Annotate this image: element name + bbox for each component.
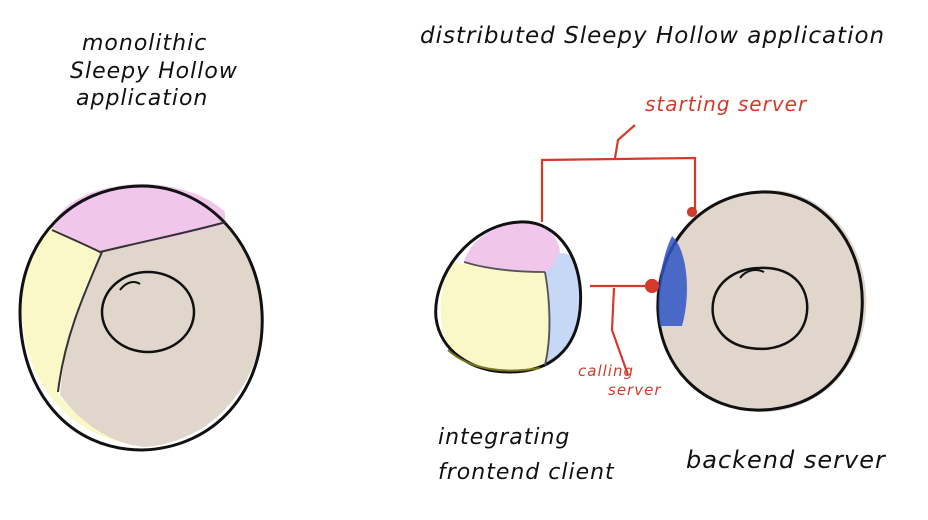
- starting-server-label: starting server: [645, 92, 808, 116]
- starting-server-bracket: [540, 156, 697, 222]
- frontend-circle: [434, 220, 583, 374]
- frontend-yellow-region: [440, 262, 561, 371]
- distributed-title: distributed Sleepy Hollow application: [420, 23, 886, 49]
- monolith-core: [100, 270, 196, 354]
- backend-circle: [655, 189, 867, 413]
- backend-blue-interface: [658, 236, 687, 326]
- backend-core: [711, 266, 809, 351]
- frontend-label-line1: integrating: [438, 425, 571, 450]
- frontend-bottom-edge: [447, 349, 541, 372]
- monolith-label-line2: Sleepy Hollow: [70, 58, 238, 84]
- backend-label: backend server: [686, 446, 886, 474]
- backend-core-hook: [739, 269, 765, 279]
- monolith-label-line1: monolithic: [82, 31, 208, 56]
- monolith-circle: [18, 183, 264, 452]
- monolith-yellow-region: [22, 228, 140, 445]
- monolith-core-hook: [119, 281, 141, 291]
- starting-server-dot: [686, 206, 698, 218]
- monolith-beige-region: [60, 225, 263, 447]
- monolith-label: monolithic Sleepy Hollow application: [70, 30, 238, 113]
- monolith-divider-top: [51, 221, 227, 254]
- calling-server-dot: [644, 278, 660, 294]
- frontend-outline: [434, 220, 583, 374]
- calling-server-pointer: [610, 287, 630, 376]
- calling-server-line2: server: [608, 380, 662, 399]
- calling-server-line1: calling: [578, 362, 634, 380]
- monolith-pink-region: [52, 183, 225, 252]
- connectors: [540, 124, 698, 376]
- frontend-pink-region: [464, 223, 560, 272]
- monolith-outline: [18, 184, 264, 452]
- frontend-divider-top: [463, 261, 546, 273]
- frontend-label: integrating frontend client: [438, 420, 615, 490]
- backend-beige-region: [655, 189, 867, 413]
- monolith-label-line3: application: [76, 86, 209, 111]
- starting-server-tick: [613, 124, 636, 159]
- calling-server-label: calling server: [578, 362, 661, 400]
- frontend-divider-right: [544, 271, 551, 366]
- frontend-label-line2: frontend client: [438, 460, 615, 486]
- monolith-divider-left: [57, 251, 103, 393]
